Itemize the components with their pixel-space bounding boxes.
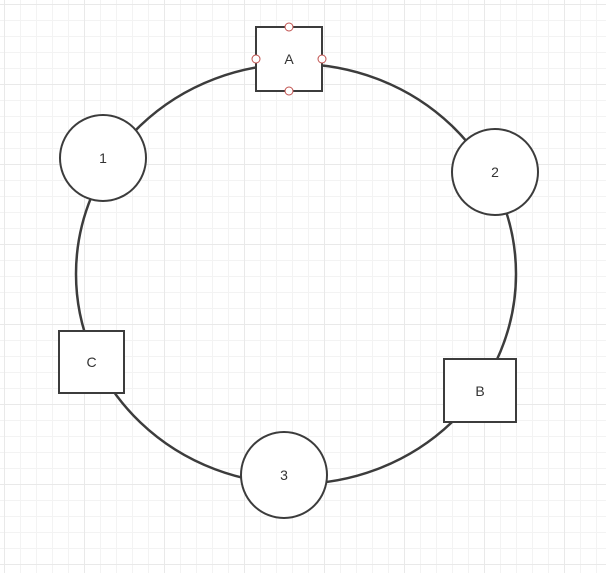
- server-node-3[interactable]: 3: [240, 431, 328, 519]
- server-node-2-shape[interactable]: [451, 128, 539, 216]
- key-node-c-shape[interactable]: [58, 330, 125, 394]
- key-node-c-label: C: [86, 354, 96, 370]
- key-node-a-label: A: [284, 51, 294, 67]
- selection-handle-top[interactable]: [284, 22, 294, 32]
- key-node-a[interactable]: A: [251, 22, 327, 96]
- key-node-b-shape[interactable]: [443, 358, 517, 423]
- selection-handle-right[interactable]: [317, 54, 327, 64]
- key-node-b[interactable]: B: [443, 358, 517, 423]
- server-node-2[interactable]: 2: [451, 128, 539, 216]
- server-node-1[interactable]: 1: [59, 114, 147, 202]
- server-node-3-label: 3: [280, 467, 288, 483]
- server-node-3-shape[interactable]: [240, 431, 328, 519]
- server-node-1-shape[interactable]: [59, 114, 147, 202]
- selection-handle-left[interactable]: [251, 54, 261, 64]
- key-node-b-label: B: [475, 383, 484, 399]
- server-node-1-label: 1: [99, 150, 107, 166]
- server-node-2-label: 2: [491, 164, 499, 180]
- selection-handle-bottom[interactable]: [284, 86, 294, 96]
- key-node-c[interactable]: C: [58, 330, 125, 394]
